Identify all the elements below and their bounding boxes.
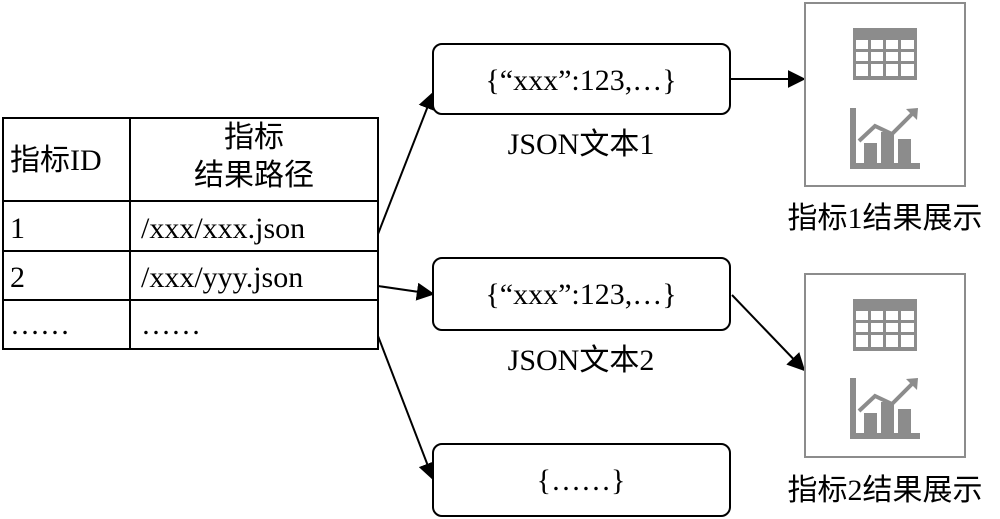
header-indicator-id: 指标ID [10, 144, 102, 177]
header-result-path: 结果路径 [194, 159, 314, 192]
table-row-3-path: …… [141, 308, 201, 341]
json-box-1: {“xxx”:123,…} [432, 43, 731, 115]
json-box-3: {……} [432, 443, 731, 517]
result-panel-2 [804, 273, 966, 458]
arrow-to-json-2 [377, 282, 435, 301]
table-to-json-arrows [377, 91, 436, 481]
table-row-1-path: /xxx/xxx.json [141, 212, 305, 245]
result-panel-1-caption: 指标1结果展示 [788, 202, 983, 235]
table-row-2-id: 2 [10, 261, 25, 294]
arrow-to-json-3 [377, 335, 436, 481]
table-grid-icon [853, 299, 917, 351]
json-box-1-text: {“xxx”:123,…} [485, 64, 676, 97]
arrow-to-result-panel-2 [731, 294, 806, 372]
line-bar-chart-icon [850, 378, 920, 439]
result-panel-2-caption: 指标2结果展示 [788, 474, 983, 507]
table-row-2-path: /xxx/yyy.json [141, 261, 303, 294]
table-row-1-id: 1 [10, 212, 25, 245]
result-panel-1 [804, 2, 966, 187]
header-indicator: 指标 [224, 121, 284, 154]
table-row-3-id: …… [10, 308, 70, 341]
json-box-3-text: {……} [537, 464, 626, 497]
arrow-to-json-1 [377, 91, 436, 235]
json-box-1-caption: JSON文本1 [508, 128, 655, 161]
json-box-2-caption: JSON文本2 [508, 344, 655, 377]
json-box-2-text: {“xxx”:123,…} [485, 278, 676, 311]
indicator-table: 指标ID 指标 结果路径 1 /xxx/xxx.json 2 /xxx/yyy.… [2, 117, 379, 350]
table-grid-icon [853, 28, 917, 80]
line-bar-chart-icon [850, 108, 920, 169]
json-box-2: {“xxx”:123,…} [432, 257, 731, 331]
